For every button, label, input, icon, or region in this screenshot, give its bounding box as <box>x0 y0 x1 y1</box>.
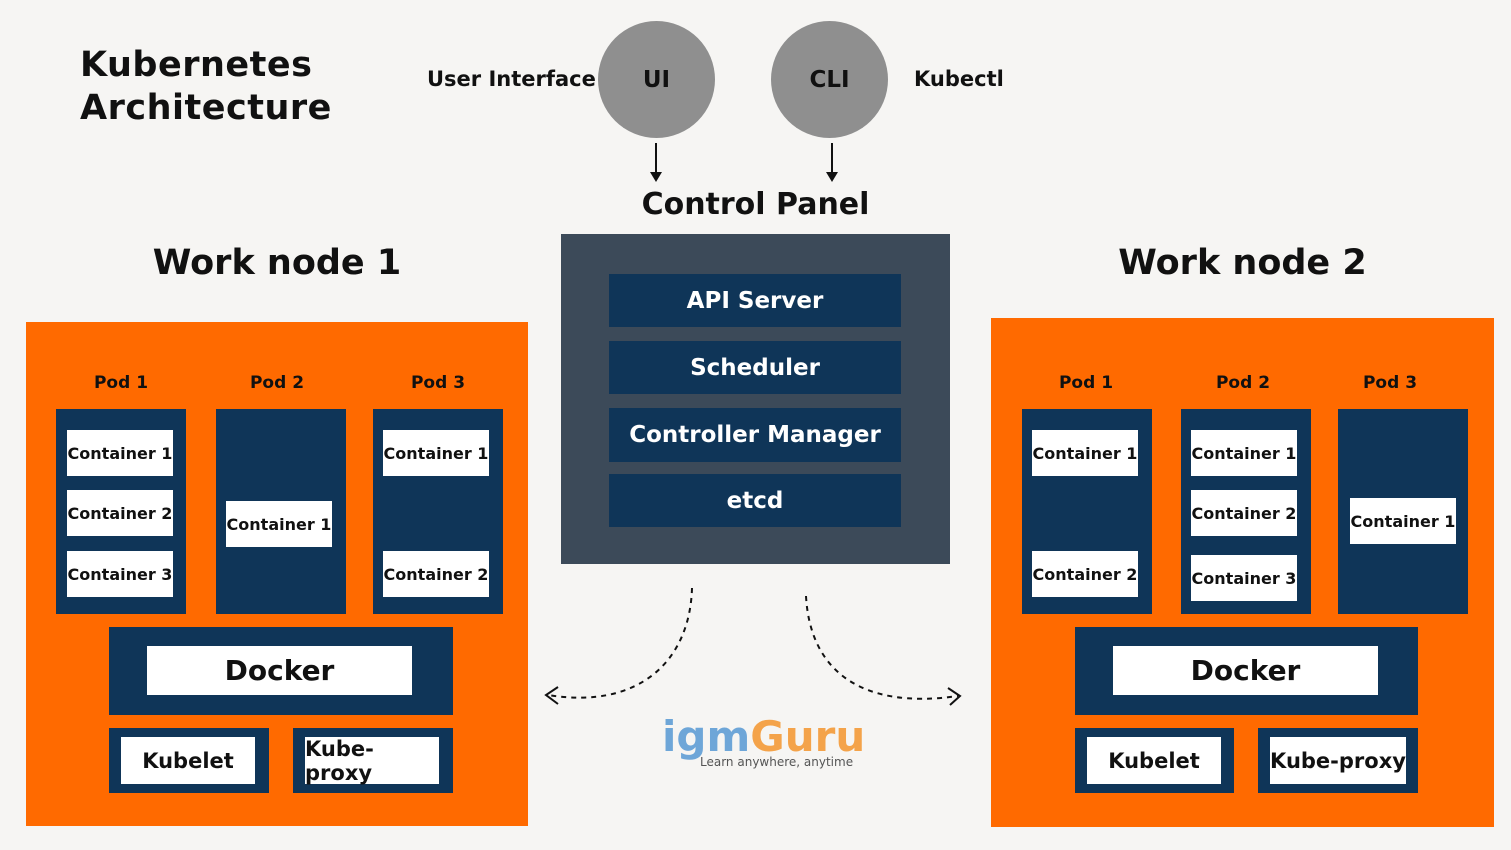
node2-pod1-container1: Container 1 <box>1032 430 1138 476</box>
igmguru-logo: igmGuru Learn anywhere, anytime <box>662 712 865 769</box>
work-node-1-title: Work node 1 <box>152 243 402 283</box>
node2-pod2-container3: Container 3 <box>1191 555 1297 601</box>
node1-kubelet-box: Kubelet <box>109 728 269 793</box>
work-node-2: Pod 1 Pod 2 Pod 3 Container 1 Container … <box>991 318 1494 827</box>
arrow-head-node-1 <box>544 686 559 705</box>
node1-pod1-container1: Container 1 <box>67 430 173 476</box>
logo-tagline: Learn anywhere, anytime <box>700 755 854 769</box>
node2-pod1: Container 1 Container 2 <box>1022 409 1152 614</box>
node1-docker-box: Docker <box>109 627 453 715</box>
work-node-1: Pod 1 Pod 2 Pod 3 Container 1 Container … <box>26 322 528 826</box>
cli-circle: CLI <box>771 21 888 138</box>
user-interface-label: User Interface <box>427 67 596 91</box>
node1-docker-label: Docker <box>147 646 412 695</box>
node2-pod2-label: Pod 2 <box>1215 373 1271 393</box>
work-node-2-title: Work node 2 <box>1118 243 1367 283</box>
arrow-to-node-2 <box>805 595 959 700</box>
node2-kubelet-label: Kubelet <box>1087 737 1221 784</box>
node1-pod2-label: Pod 2 <box>249 373 305 393</box>
node1-kubelet-label: Kubelet <box>121 737 255 784</box>
node1-pod2: Container 1 <box>216 409 346 614</box>
node1-pod3-container2: Container 2 <box>383 551 489 597</box>
page-title: Kubernetes Architecture <box>80 44 332 130</box>
control-panel-box: API Server Scheduler Controller Manager … <box>561 234 950 564</box>
node2-docker-box: Docker <box>1075 627 1418 715</box>
ui-arrow-head <box>650 172 662 182</box>
logo-part-igm: igm <box>662 712 751 761</box>
scheduler-block: Scheduler <box>609 341 901 394</box>
cli-arrow-shaft <box>831 143 833 173</box>
control-panel-title: Control Panel <box>641 187 870 222</box>
node2-pod2-container1: Container 1 <box>1191 430 1297 476</box>
node1-kube-proxy-label: Kube-proxy <box>305 737 439 785</box>
node1-pod1-container2: Container 2 <box>67 490 173 536</box>
etcd-block: etcd <box>609 474 901 527</box>
title-line-1: Kubernetes <box>80 45 313 85</box>
node1-pod2-container1: Container 1 <box>226 501 332 547</box>
title-line-2: Architecture <box>80 88 332 128</box>
node1-pod1-container3: Container 3 <box>67 551 173 597</box>
node1-pod1-label: Pod 1 <box>93 373 149 393</box>
cli-arrow-head <box>826 172 838 182</box>
api-server-block: API Server <box>609 274 901 327</box>
control-to-nodes-arrows <box>544 587 962 706</box>
logo-part-guru: Guru <box>750 712 866 761</box>
node2-kube-proxy-box: Kube-proxy <box>1258 728 1418 793</box>
node2-pod3-container1: Container 1 <box>1350 498 1456 544</box>
node2-docker-label: Docker <box>1113 646 1378 695</box>
node2-kube-proxy-label: Kube-proxy <box>1270 737 1406 784</box>
ui-arrow-shaft <box>655 143 657 173</box>
node2-pod1-label: Pod 1 <box>1058 373 1114 393</box>
arrow-head-node-2 <box>947 687 962 706</box>
node2-pod3-label: Pod 3 <box>1362 373 1418 393</box>
node1-pod3: Container 1 Container 2 <box>373 409 503 614</box>
node1-pod3-label: Pod 3 <box>410 373 466 393</box>
controller-manager-block: Controller Manager <box>609 408 901 462</box>
arrow-to-node-1 <box>547 587 693 699</box>
node2-pod2-container2: Container 2 <box>1191 490 1297 536</box>
node2-kubelet-box: Kubelet <box>1075 728 1234 793</box>
kubectl-label: Kubectl <box>914 67 1004 91</box>
node2-pod2: Container 1 Container 2 Container 3 <box>1181 409 1311 614</box>
node1-kube-proxy-box: Kube-proxy <box>293 728 453 793</box>
node1-pod3-container1: Container 1 <box>383 430 489 476</box>
ui-circle: UI <box>598 21 715 138</box>
node1-pod1: Container 1 Container 2 Container 3 <box>56 409 186 614</box>
node2-pod3: Container 1 <box>1338 409 1468 614</box>
node2-pod1-container2: Container 2 <box>1032 551 1138 597</box>
